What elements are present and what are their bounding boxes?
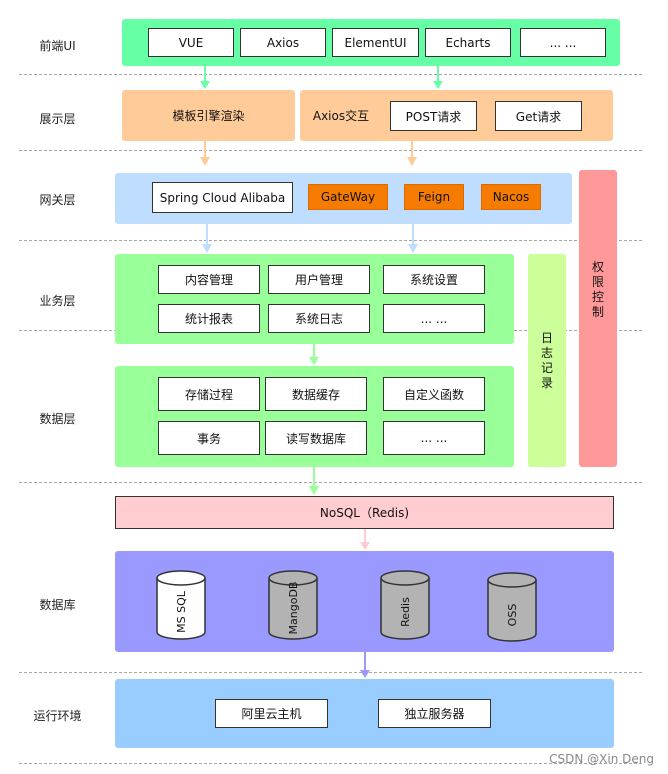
layer-label-business: 业务层 xyxy=(39,294,76,308)
business-item: 系统设置 xyxy=(383,265,485,294)
data-item: 事务 xyxy=(158,421,260,455)
database-cylinder-mssql xyxy=(156,570,206,640)
data-item: 存储过程 xyxy=(158,377,260,411)
layer-label-gateway: 网关层 xyxy=(39,193,76,207)
frontend-item: ElementUI xyxy=(332,28,419,57)
arrow-nosql-to-database xyxy=(360,529,370,550)
log-record-char: 日 xyxy=(540,330,553,345)
data-item: 读写数据库 xyxy=(265,421,367,455)
presentation-band-left xyxy=(122,90,295,141)
arrow-frontend-to-presentation-left xyxy=(200,66,210,89)
permission-char: 权 xyxy=(591,259,604,274)
log-record-char: 录 xyxy=(540,375,553,390)
arrow-presentation-to-gateway-right xyxy=(407,141,417,166)
business-item: 统计报表 xyxy=(158,304,260,333)
arrow-business-to-data xyxy=(309,344,319,365)
nosql-band xyxy=(115,496,614,529)
business-item: 用户管理 xyxy=(268,265,370,294)
arrow-gateway-to-business-right xyxy=(408,224,418,253)
frontend-item: ... ... xyxy=(520,28,606,57)
spring-cloud-box: Spring Cloud Alibaba xyxy=(152,182,293,213)
separator xyxy=(19,672,642,673)
data-item: 自定义函数 xyxy=(383,377,485,411)
permission-band: 权 限 控 制 xyxy=(579,170,617,467)
data-item: ... ... xyxy=(383,421,485,455)
separator xyxy=(19,74,642,75)
business-item: ... ... xyxy=(383,304,485,333)
layer-label-database: 数据库 xyxy=(39,598,76,612)
post-request-box: POST请求 xyxy=(390,101,477,131)
feign-box: Feign xyxy=(404,184,464,210)
frontend-item: Echarts xyxy=(425,28,511,57)
permission-char: 控 xyxy=(591,289,604,304)
log-record-char: 志 xyxy=(540,345,553,360)
template-render-label: 模板引擎渲染 xyxy=(172,109,245,123)
frontend-item: Axios xyxy=(240,28,326,57)
get-request-box: Get请求 xyxy=(495,101,582,131)
log-record-char: 记 xyxy=(540,360,553,375)
log-record-band: 日 志 记 录 xyxy=(528,254,566,467)
arrow-frontend-to-presentation-right xyxy=(433,66,443,89)
runtime-band xyxy=(115,679,614,748)
business-item: 内容管理 xyxy=(158,265,260,294)
permission-char: 限 xyxy=(591,274,604,289)
gateway-box: GateWay xyxy=(308,184,388,210)
runtime-item: 阿里云主机 xyxy=(215,699,328,728)
database-cylinder-redis xyxy=(380,570,430,640)
separator xyxy=(19,150,642,151)
separator xyxy=(19,240,642,241)
watermark: CSDN @Xin Deng xyxy=(549,752,654,766)
layer-label-frontend: 前端UI xyxy=(39,39,76,53)
separator xyxy=(19,763,642,764)
data-item: 数据缓存 xyxy=(265,377,367,411)
arrow-database-to-runtime xyxy=(360,652,370,678)
arrow-presentation-to-gateway-left xyxy=(200,141,210,166)
runtime-item: 独立服务器 xyxy=(378,699,491,728)
arrow-data-to-nosql xyxy=(309,467,319,495)
database-cylinder-mangodb xyxy=(268,570,318,640)
arrow-gateway-to-business-left xyxy=(202,224,212,253)
axios-interaction-label: Axios交互 xyxy=(312,109,370,123)
layer-label-runtime: 运行环境 xyxy=(33,709,82,723)
nacos-box: Nacos xyxy=(481,184,541,210)
nosql-label: NoSQL（Redis) xyxy=(319,506,410,520)
permission-char: 制 xyxy=(591,304,604,319)
database-cylinder-oss xyxy=(487,572,537,642)
business-item: 系统日志 xyxy=(268,304,370,333)
separator xyxy=(19,482,642,483)
layer-label-data: 数据层 xyxy=(39,412,76,426)
layer-label-presentation: 展示层 xyxy=(39,112,76,126)
frontend-item: VUE xyxy=(148,28,234,57)
